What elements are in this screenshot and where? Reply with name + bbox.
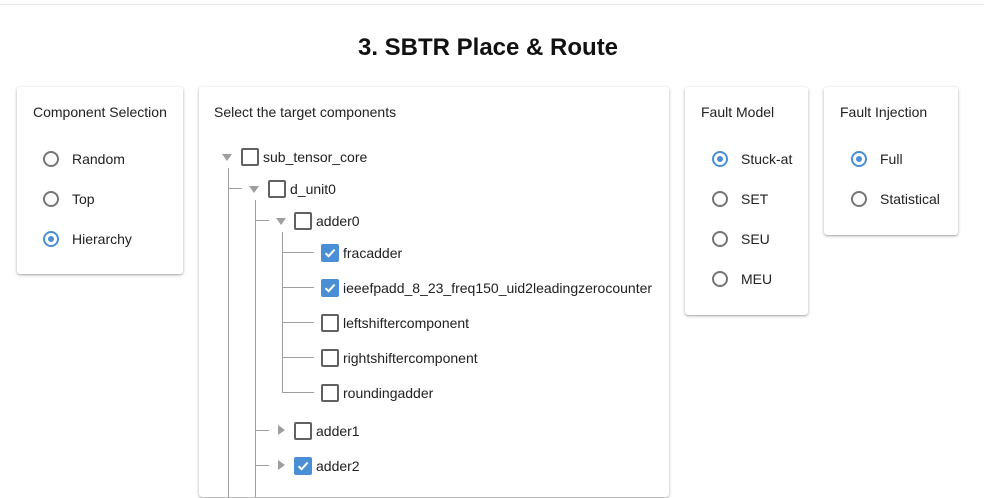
radio-option-set[interactable]: SET	[712, 187, 768, 211]
radio-label: Top	[72, 191, 95, 207]
radio-label: Statistical	[880, 191, 940, 207]
tree-line	[282, 322, 314, 323]
radio-statistical[interactable]	[851, 191, 867, 207]
radio-stuck-at[interactable]	[712, 151, 728, 167]
radio-meu[interactable]	[712, 271, 728, 287]
radio-option-statistical[interactable]: Statistical	[851, 187, 940, 211]
radio-option-top[interactable]: Top	[43, 187, 95, 211]
radio-label: SET	[741, 191, 769, 207]
tree-line	[282, 232, 283, 392]
tree-node-label: adder1	[316, 423, 360, 439]
collapse-toggle-icon[interactable]	[276, 218, 286, 225]
fault-model-card: Fault Model Stuck-at SET SEU MEU	[685, 87, 808, 315]
radio-set[interactable]	[712, 191, 728, 207]
tree-line	[255, 220, 269, 221]
tree-line	[282, 287, 314, 288]
checkbox-adder2[interactable]	[294, 457, 312, 475]
radio-seu[interactable]	[712, 231, 728, 247]
target-components-card: Select the target components sub_tensor_…	[199, 87, 669, 498]
expand-toggle-icon[interactable]	[278, 460, 285, 470]
tree-line	[255, 465, 269, 466]
collapse-toggle-icon[interactable]	[222, 154, 232, 161]
radio-option-seu[interactable]: SEU	[712, 227, 770, 251]
radio-label: SEU	[741, 231, 770, 247]
tree-line	[228, 168, 229, 498]
top-divider	[0, 4, 984, 5]
checkbox-adder1[interactable]	[294, 422, 312, 440]
collapse-toggle-icon[interactable]	[249, 186, 259, 193]
tree-line	[228, 188, 242, 189]
tree-node-label: roundingadder	[343, 385, 434, 401]
radio-option-stuck-at[interactable]: Stuck-at	[712, 147, 792, 171]
tree-node-label: fracadder	[343, 245, 403, 261]
checkbox-fracadder[interactable]	[321, 244, 339, 262]
expand-toggle-icon[interactable]	[278, 425, 285, 435]
checkbox-adder0[interactable]	[294, 212, 312, 230]
component-selection-card: Component Selection Random Top Hierarchy	[17, 87, 183, 274]
radio-label: Full	[880, 151, 903, 167]
fault-model-title: Fault Model	[701, 104, 775, 120]
tree-node-label: d_unit0	[290, 181, 336, 197]
checkbox-rightshiftercomponent[interactable]	[321, 349, 339, 367]
tree-line	[282, 392, 314, 393]
check-icon	[324, 248, 336, 258]
target-components-title: Select the target components	[214, 104, 397, 120]
radio-option-meu[interactable]: MEU	[712, 267, 772, 291]
tree-node-label: leftshiftercomponent	[343, 315, 470, 331]
radio-random[interactable]	[43, 151, 59, 167]
tree-node-label: ieeefpadd_8_23_freq150_uid2leadingzeroco…	[343, 280, 653, 296]
tree-node-label: sub_tensor_core	[263, 149, 368, 165]
radio-label: Random	[72, 151, 125, 167]
radio-label: Stuck-at	[741, 151, 793, 167]
radio-option-hierarchy[interactable]: Hierarchy	[43, 227, 132, 251]
radio-option-full[interactable]: Full	[851, 147, 903, 171]
checkbox-leftshiftercomponent[interactable]	[321, 314, 339, 332]
page-title: 3. SBTR Place & Route	[357, 34, 619, 61]
fault-injection-card: Fault Injection Full Statistical	[824, 87, 958, 235]
radio-label: MEU	[741, 271, 773, 287]
tree-node-label: adder0	[316, 213, 360, 229]
radio-label: Hierarchy	[72, 231, 132, 247]
tree-node-label: adder2	[316, 458, 360, 474]
radio-hierarchy[interactable]	[43, 231, 59, 247]
tree-line	[282, 252, 314, 253]
tree-line	[282, 357, 314, 358]
check-icon	[297, 461, 309, 471]
tree-line	[255, 430, 269, 431]
tree-node-label: rightshiftercomponent	[343, 350, 478, 366]
tree-line	[255, 200, 256, 497]
checkbox-sub-tensor-core[interactable]	[241, 148, 259, 166]
component-selection-title: Component Selection	[33, 104, 167, 120]
checkbox-d-unit0[interactable]	[268, 180, 286, 198]
radio-full[interactable]	[851, 151, 867, 167]
checkbox-roundingadder[interactable]	[321, 384, 339, 402]
radio-top[interactable]	[43, 191, 59, 207]
checkbox-leadingzerocounter[interactable]	[321, 279, 339, 297]
fault-injection-title: Fault Injection	[840, 104, 928, 120]
check-icon	[324, 283, 336, 293]
radio-option-random[interactable]: Random	[43, 147, 125, 171]
